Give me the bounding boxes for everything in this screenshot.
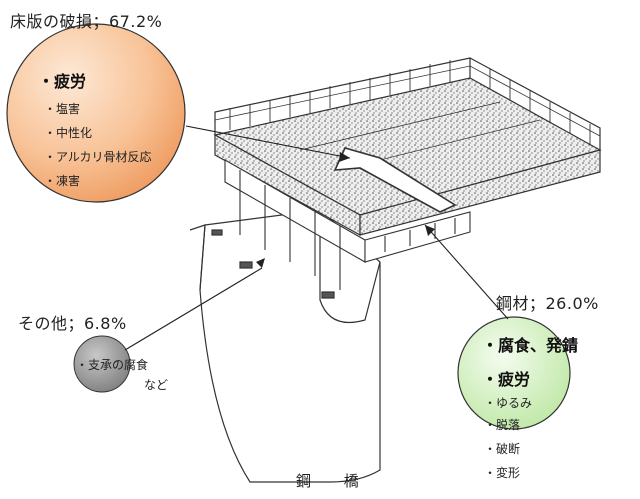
- steel-circle: [457, 316, 571, 430]
- other-label: その他；6.8%: [18, 314, 127, 333]
- floor-slab-item-asr: ・アルカリ骨材反応: [44, 150, 152, 164]
- floor-slab-item-fatigue: ・疲労: [38, 72, 87, 91]
- steel-item-corrosion: ・腐食、発錆: [482, 336, 579, 355]
- steel-item-deformation: ・変形: [484, 466, 521, 480]
- leader-lines: [124, 125, 509, 351]
- other-circle: [73, 335, 131, 393]
- floor-slab-item-neutralization: ・中性化: [44, 126, 93, 140]
- steel-girders: [224, 147, 471, 290]
- other-item-etc: など: [144, 378, 169, 392]
- bridge-deck: [213, 57, 602, 237]
- steel-item-falling: ・脱落: [484, 418, 521, 432]
- steel-item-loosening: ・ゆるみ: [484, 396, 533, 410]
- steel-item-fatigue: ・疲労: [482, 370, 531, 389]
- floor-slab-label: 床版の破損；67.2%: [10, 12, 163, 31]
- floor-slab-item-salt: ・塩害: [44, 102, 81, 116]
- steel-item-fracture: ・破断: [484, 442, 521, 456]
- steel-label: 鋼材；26.0%: [496, 294, 599, 313]
- floor-slab-item-frost: ・凍害: [44, 174, 81, 188]
- other-item-bearing: ・支承の腐食: [76, 358, 149, 372]
- leader-arrowheads: [256, 152, 435, 268]
- floor-slab-circle: [6, 23, 186, 203]
- diagram-caption: 鋼 橋: [296, 472, 373, 490]
